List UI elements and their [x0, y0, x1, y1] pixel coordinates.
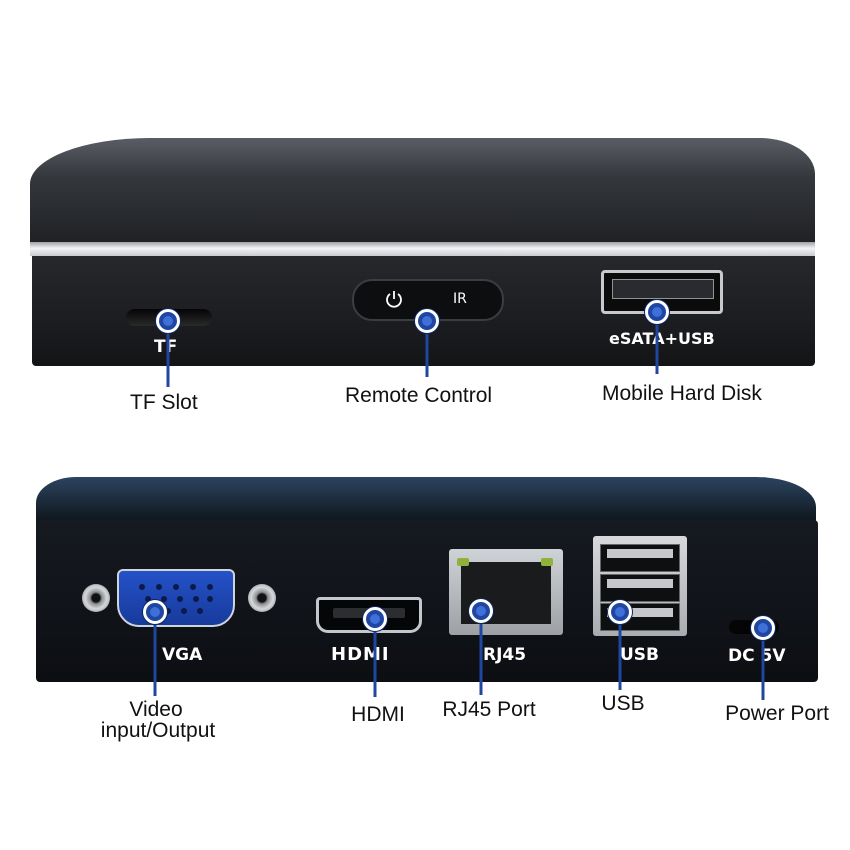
vga-port: [117, 569, 235, 627]
usb-port-middle: [600, 574, 680, 602]
hdmi-caption: HDMI: [351, 703, 405, 726]
usb-callout-dot: [608, 600, 632, 624]
power-port-caption: Power Port: [725, 702, 829, 725]
hdmi-callout-dot: [363, 607, 387, 631]
video-caption-line2: input/Output: [100, 719, 216, 742]
rj45-label: RJ45: [483, 645, 527, 665]
tf-slot-leader: [166, 321, 170, 387]
front-device-silver-stripe: [30, 242, 815, 256]
power-port-callout-dot: [751, 616, 775, 640]
usb-port-upper: [600, 544, 680, 572]
mobile-hard-disk-caption: Mobile Hard Disk: [602, 382, 762, 405]
rj45-link-led-right: [541, 558, 553, 566]
tf-slot-caption: TF Slot: [130, 391, 198, 414]
vga-screw-left: [82, 584, 110, 612]
video-caption-line1: Video: [129, 698, 183, 721]
front-device: TF IR eSATA+USB TF Slot Remote Control M…: [0, 0, 850, 420]
esata-usb-label: eSATA+USB: [609, 329, 715, 348]
power-icon: [386, 291, 402, 308]
remote-control-leader: [425, 321, 429, 377]
front-usb-port-tongue: [612, 279, 714, 299]
usb-port-middle-tongue: [607, 579, 673, 588]
remote-control-callout-dot: [415, 309, 439, 333]
mobile-hard-disk-callout-dot: [645, 300, 669, 324]
rj45-callout-dot: [469, 599, 493, 623]
vga-leader: [153, 612, 157, 696]
usb-label: USB: [620, 645, 660, 665]
power-port-leader: [761, 628, 765, 700]
front-device-top-shell: [30, 138, 815, 250]
usb-leader: [618, 612, 622, 690]
vga-callout-dot: [143, 600, 167, 624]
tf-label: TF: [154, 337, 177, 357]
vga-label: VGA: [162, 645, 203, 665]
usb-port-lower-tongue: [607, 608, 673, 617]
rj45-link-led-left: [457, 558, 469, 566]
vga-screw-right: [248, 584, 276, 612]
hdmi-label: HDMI: [331, 644, 390, 665]
dc-5v-label: DC 5V: [728, 646, 786, 666]
rj45-leader: [479, 611, 483, 695]
remote-control-caption: Remote Control: [345, 384, 493, 407]
hdmi-leader: [373, 619, 377, 697]
usb-caption: USB: [601, 692, 645, 715]
mobile-hard-disk-leader: [655, 312, 659, 374]
ir-label: IR: [453, 291, 467, 307]
tf-slot-callout-dot: [156, 309, 180, 333]
rj45-port-caption: RJ45 Port: [442, 698, 536, 721]
usb-port-upper-tongue: [607, 549, 673, 558]
